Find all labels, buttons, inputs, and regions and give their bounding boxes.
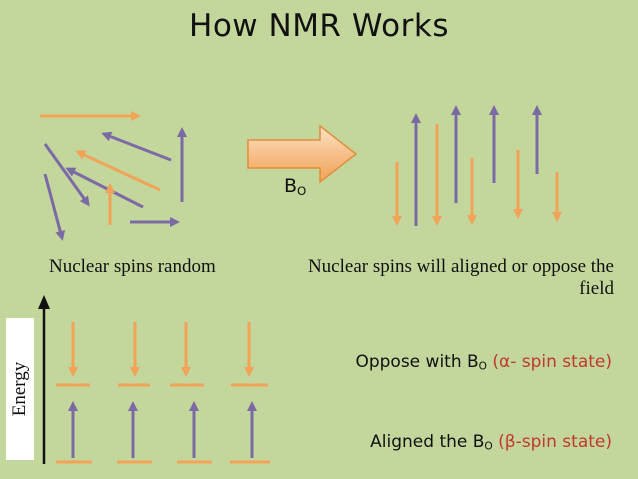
magnetic-field-arrow bbox=[247, 124, 358, 184]
aligned-state-text: Aligned the BO (β-spin state) bbox=[370, 432, 612, 453]
oppose-state-text: Oppose with BO (α- spin state) bbox=[355, 352, 612, 373]
random-spins-group bbox=[40, 111, 187, 241]
spin-pair bbox=[117, 322, 152, 464]
energy-levels-group bbox=[56, 322, 270, 464]
caption-random: Nuclear spins random bbox=[49, 256, 216, 277]
caption-aligned-line2: field bbox=[579, 278, 614, 299]
random-spin-arrow bbox=[43, 173, 66, 241]
random-spin-arrow bbox=[65, 167, 144, 209]
caption-aligned-line1: Nuclear spins will aligned or oppose the bbox=[307, 256, 614, 277]
random-spin-arrow bbox=[75, 150, 161, 192]
energy-label-box: Energy bbox=[6, 318, 34, 460]
random-spin-arrow bbox=[101, 131, 172, 162]
energy-label: Energy bbox=[9, 361, 30, 417]
slide-title: How NMR Works bbox=[189, 8, 449, 44]
spin-pair bbox=[56, 322, 92, 464]
spin-pair bbox=[170, 322, 212, 464]
spin-pair bbox=[230, 322, 270, 464]
caption-aligned: Nuclear spins will aligned or oppose the… bbox=[308, 256, 614, 300]
field-label: BO bbox=[284, 175, 307, 198]
aligned-spins-group bbox=[392, 105, 562, 226]
random-spin-arrow bbox=[43, 143, 90, 207]
